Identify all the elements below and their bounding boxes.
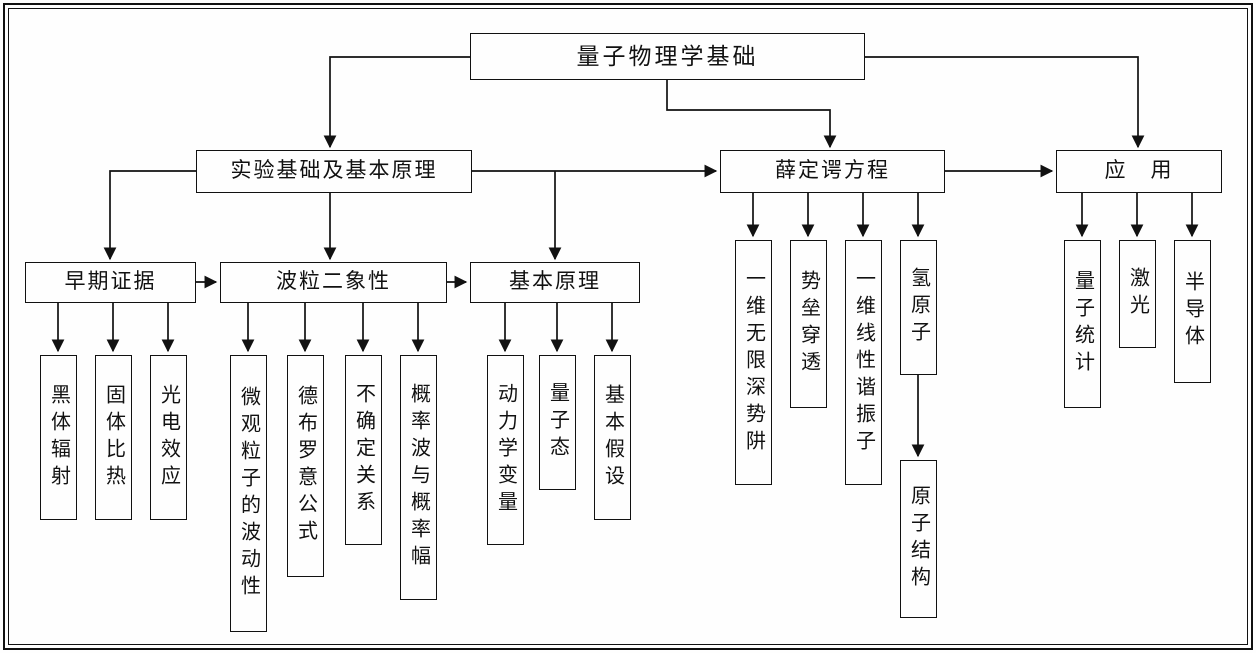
edge-title-schrodinger [666,80,837,149]
node-dynamical-variables: 动力学变量 [487,355,524,545]
node-laser: 激光 [1119,240,1156,348]
node-hydrogen-atom: 氢原子 [900,240,937,375]
edge-title-applications [865,56,1145,149]
node-quantum-state: 量子态 [539,355,576,490]
edge-experimental-early-evidence [103,170,196,261]
node-semiconductor: 半导体 [1174,240,1211,383]
node-1d-infinite-potential-well: 一维无限深势阱 [735,240,772,485]
node-basic-principles: 基本原理 [470,262,640,303]
node-experimental-basis: 实验基础及基本原理 [196,150,472,193]
node-title-quantum-physics-foundations: 量子物理学基础 [470,33,865,80]
node-micro-particle-wave-nature: 微观粒子的波动性 [230,355,267,632]
node-atomic-structure: 原子结构 [900,460,937,618]
node-de-broglie-formula: 德布罗意公式 [287,355,324,577]
node-blackbody-radiation: 黑体辐射 [40,355,77,520]
node-schrodinger-equation: 薛定谔方程 [720,150,945,193]
edge-title-experimental [323,56,470,149]
node-photoelectric-effect: 光电效应 [150,355,187,520]
node-uncertainty-relation: 不确定关系 [345,355,382,545]
node-1d-linear-harmonic-oscillator: 一维线性谐振子 [845,240,882,485]
node-basic-postulates: 基本假设 [594,355,631,520]
node-wave-particle-duality: 波粒二象性 [220,262,447,303]
node-applications: 应 用 [1056,150,1222,193]
node-early-evidence: 早期证据 [25,262,196,303]
node-solid-specific-heat: 固体比热 [95,355,132,520]
node-barrier-penetration: 势垒穿透 [790,240,827,408]
node-quantum-statistics: 量子统计 [1064,240,1101,408]
node-probability-wave-amplitude: 概率波与概率幅 [400,355,437,600]
